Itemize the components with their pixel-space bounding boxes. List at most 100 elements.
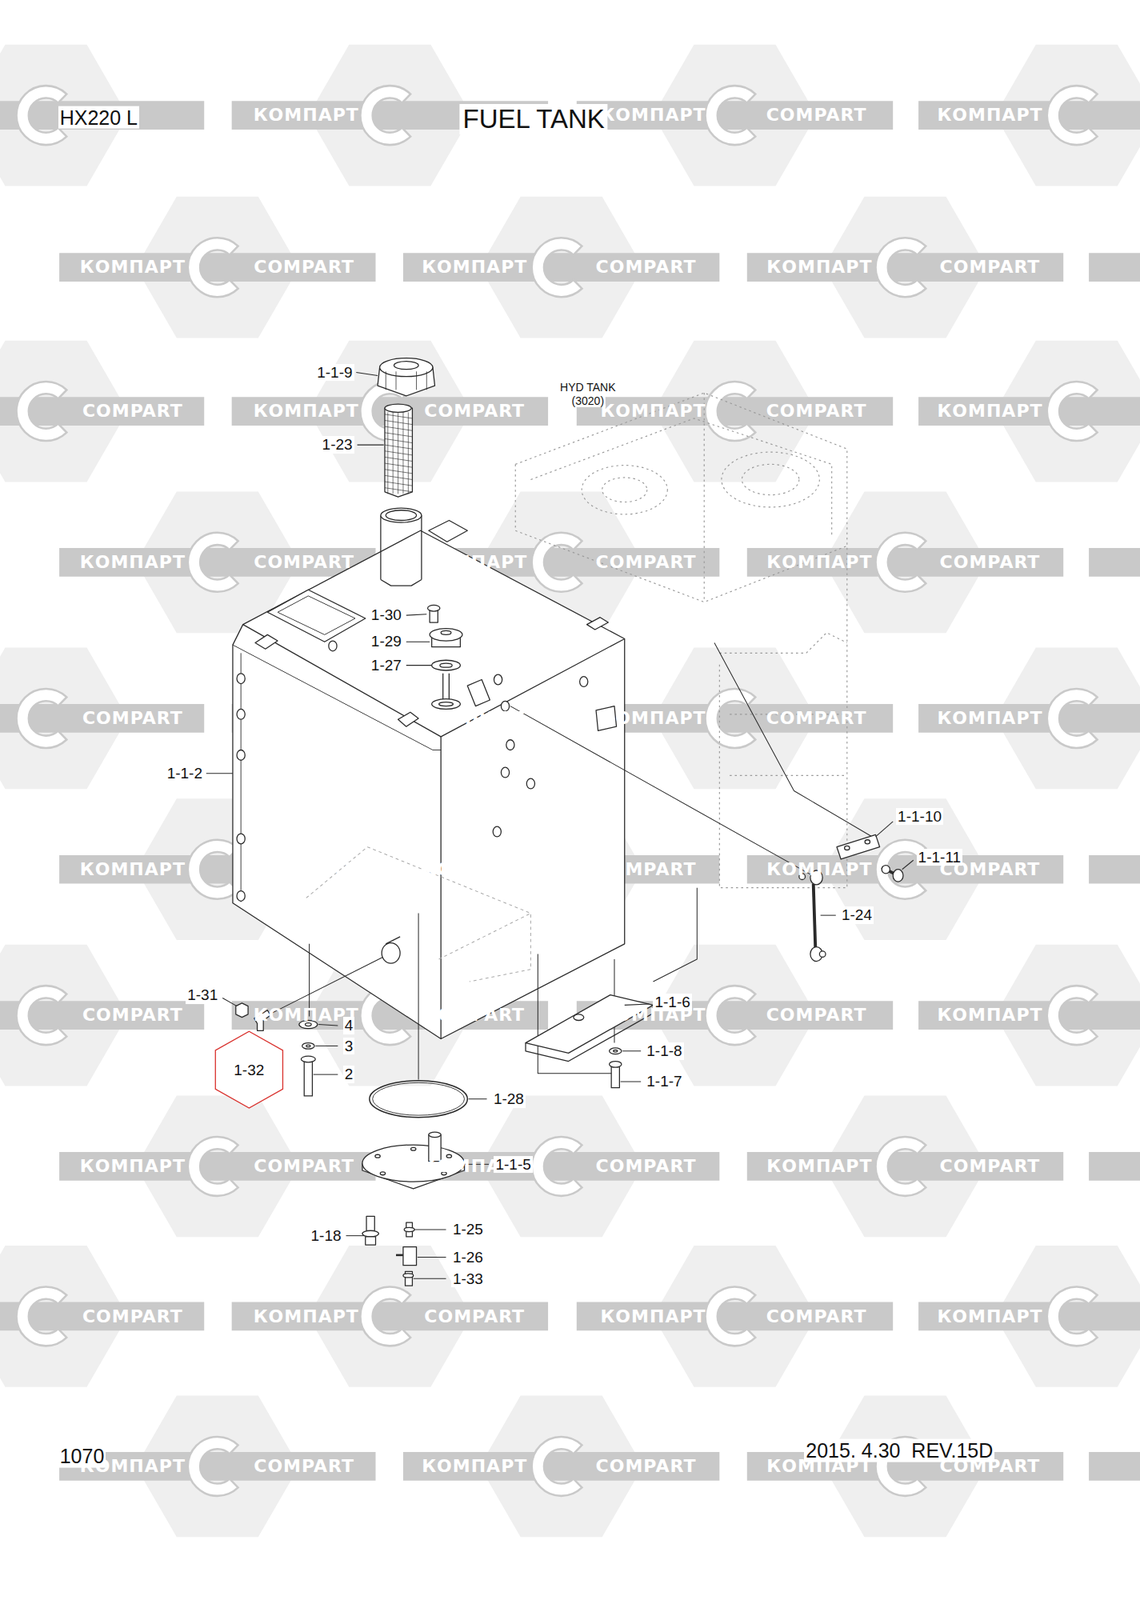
watermark: КОМПАРТ [253, 709, 360, 728]
watermark: КОМПАРТ [936, 1006, 1043, 1024]
watermark: КОМПАРТ [80, 258, 186, 276]
callout-number: 1-1-5 [493, 1156, 532, 1174]
watermark-band [1088, 1452, 1140, 1481]
leader-line [406, 614, 428, 616]
watermark: КОМПАРТ [600, 1308, 706, 1326]
assembly-line [308, 944, 310, 1017]
fitting [362, 1230, 379, 1237]
watermark: КОМПАРТ [766, 553, 872, 572]
callout-number: 1-24 [840, 906, 874, 924]
bolt [609, 1061, 622, 1068]
strainer [384, 408, 412, 497]
callout-number: 4 [343, 1016, 356, 1035]
bolt-hole [506, 740, 515, 751]
watermark-band [747, 252, 1064, 282]
leader-line [222, 997, 237, 1006]
watermark-logo [1047, 688, 1098, 748]
mount-tab [587, 617, 609, 630]
strainer-mesh [402, 412, 404, 494]
watermark: COMPART [596, 258, 697, 276]
watermark-band [1088, 252, 1140, 282]
assembly-line [714, 643, 876, 840]
assembly-line [510, 706, 813, 876]
leader-line [622, 1050, 641, 1052]
watermark: КОМПАРТ [600, 709, 706, 728]
watermark: COMPART [766, 106, 868, 124]
revision-date: 2015. 4.30 REV.15D [804, 1438, 995, 1462]
gasket [432, 660, 461, 671]
leader-line [624, 1004, 650, 1005]
watermark-logo [188, 1436, 239, 1496]
pipe [428, 1132, 441, 1137]
washer [613, 1050, 618, 1053]
watermark: COMPART [253, 860, 355, 879]
watermark: КОМПАРТ [936, 402, 1043, 420]
fuel-cap [380, 358, 433, 377]
leader-line [346, 1235, 365, 1236]
watermark-logo [188, 840, 239, 900]
watermark-band [59, 252, 376, 282]
bolt-hole [236, 673, 245, 684]
screw [428, 604, 440, 612]
watermark: COMPART [253, 258, 355, 276]
flange-hole [380, 1172, 385, 1176]
mount-tab [398, 712, 420, 727]
gasket [440, 663, 452, 668]
watermark-band [576, 1302, 893, 1332]
watermark: COMPART [940, 258, 1041, 276]
watermark-logo [188, 237, 239, 297]
leader-line [468, 1098, 488, 1100]
watermark: COMPART [596, 1457, 697, 1476]
watermark-band [1088, 1152, 1140, 1181]
callout-number: 1-27 [369, 656, 404, 675]
strainer-mesh [392, 412, 394, 494]
hyd-tank-outline [741, 464, 799, 495]
rod [813, 884, 816, 948]
callout-number: 1-1-2 [165, 764, 204, 783]
drain-valve [396, 1254, 404, 1257]
bolt-hole [236, 708, 245, 720]
watermark: COMPART [424, 1006, 525, 1024]
callout-number: 1-1-10 [896, 808, 944, 826]
watermark-band [403, 252, 720, 282]
watermark: КОМПАРТ [766, 1157, 872, 1176]
watermark-band [747, 855, 1064, 884]
watermark-band [59, 1452, 376, 1481]
leader-line [902, 860, 914, 869]
mount-tab [428, 520, 468, 543]
bracket-stud [573, 1014, 584, 1021]
hyd-tank-outline [719, 632, 847, 654]
hidden-line [439, 913, 532, 960]
watermark: COMPART [940, 553, 1041, 572]
fuel-cap [385, 371, 387, 390]
watermark: COMPART [596, 553, 697, 572]
watermark-layer [0, 44, 1140, 1538]
reference-note: HYD TANK [558, 380, 618, 393]
watermark: КОМПАРТ [253, 1308, 360, 1326]
watermark: КОМПАРТ [936, 106, 1043, 124]
model-code: HX220 L [58, 105, 140, 129]
leader-line [406, 641, 430, 643]
part-layer [206, 358, 914, 1286]
leader-line [357, 444, 384, 446]
washer [881, 865, 890, 874]
callout-number: 1-1-6 [652, 993, 692, 1012]
watermark: КОМПАРТ [421, 258, 528, 276]
o-ring [369, 1080, 468, 1118]
watermark: КОМПАРТ [80, 860, 186, 879]
callout-number: 1-1-9 [315, 364, 354, 382]
fuel-cap [393, 361, 419, 370]
gauge-tube [442, 673, 444, 700]
watermark-band [576, 396, 893, 426]
watermark-logo [188, 1136, 239, 1196]
watermark-band [747, 548, 1064, 577]
plate-hole [844, 845, 850, 850]
leader-line [820, 915, 836, 916]
mount-tab [467, 679, 490, 706]
bolt [300, 1056, 316, 1063]
watermark: COMPART [766, 402, 868, 420]
highlight-hexagon: 1-32 [214, 1030, 284, 1109]
bolt-hole [236, 750, 245, 761]
watermark-band [59, 548, 376, 577]
